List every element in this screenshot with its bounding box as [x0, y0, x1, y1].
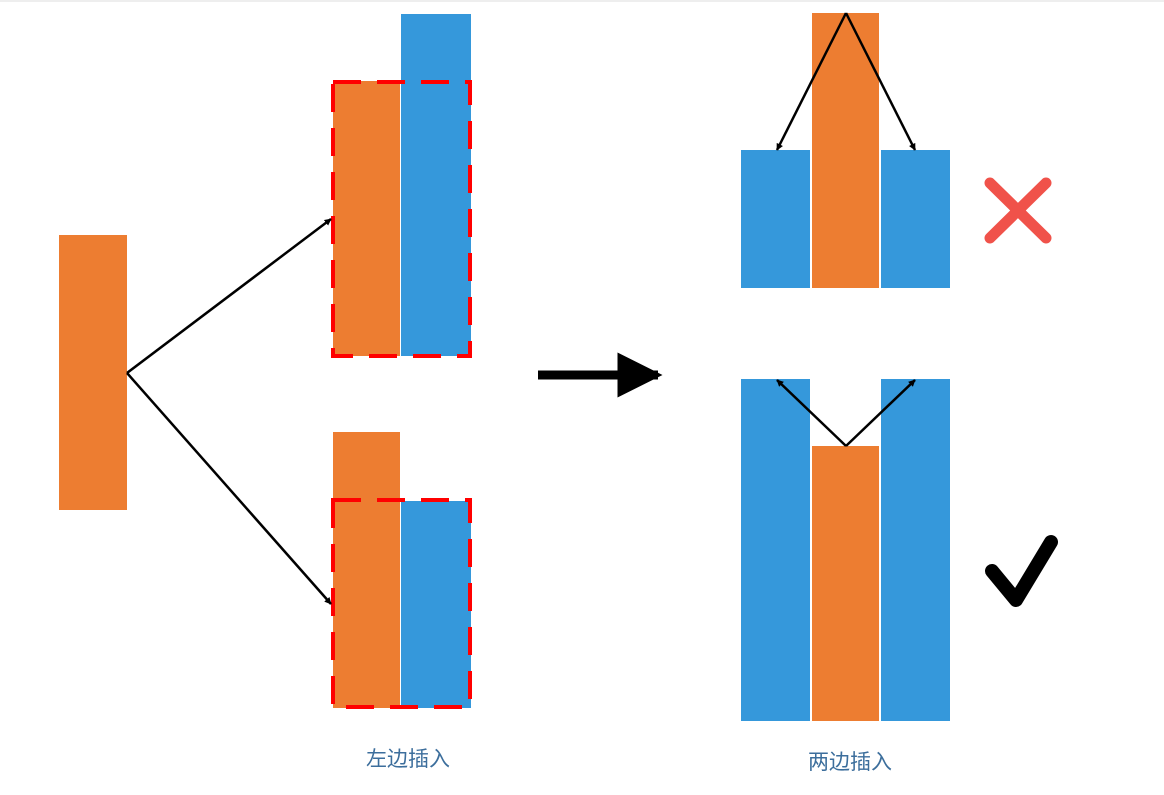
lower-orange-bar [333, 432, 400, 708]
wrong-middle-orange-bar [812, 13, 879, 288]
arrow-to-upper [126, 218, 332, 374]
arrow-to-lower [126, 372, 332, 605]
right-arrow-left [776, 379, 847, 447]
top-border [0, 0, 1164, 2]
caption-both-sides-insert: 两边插入 [808, 750, 892, 774]
check-mark-icon [985, 535, 1058, 607]
lower-dashed-outline [331, 498, 472, 709]
caption-left-insert: 左边插入 [366, 747, 450, 771]
upper-dashed-outline [331, 80, 472, 358]
cross-mark-icon [984, 177, 1052, 244]
lower-blue-bar [401, 501, 471, 708]
wrong-right-blue-bar [881, 150, 950, 288]
wrong-arrow-right [844, 12, 917, 151]
wrong-left-blue-bar [741, 150, 810, 288]
right-right-blue-bar [881, 379, 950, 721]
right-left-blue-bar [741, 379, 810, 721]
wrong-arrow-left [775, 12, 848, 151]
source-orange-bar [59, 235, 127, 510]
right-middle-orange-bar [812, 446, 879, 721]
right-arrow-right [845, 379, 916, 447]
upper-orange-bar [333, 81, 400, 356]
upper-blue-bar [401, 14, 471, 356]
